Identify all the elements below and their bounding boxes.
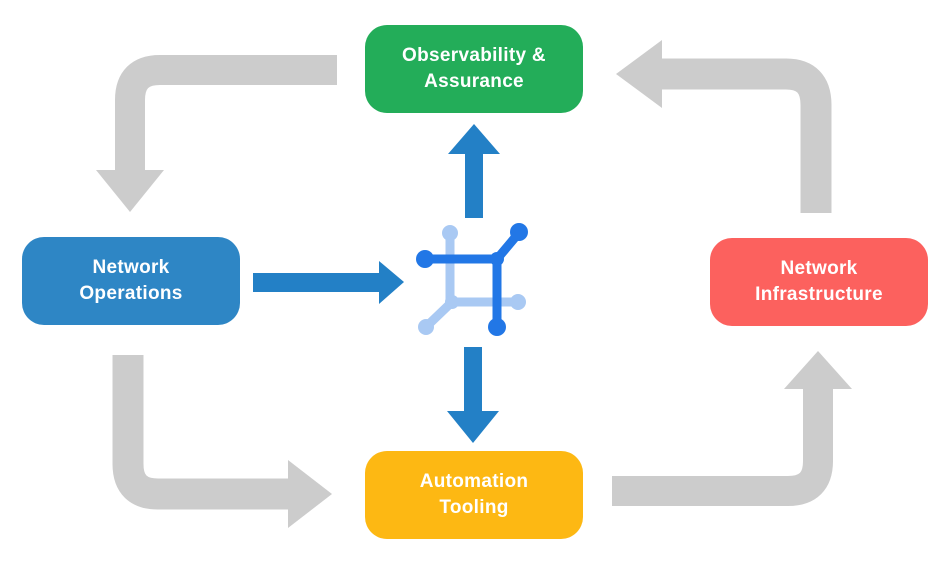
node-automation-label: Automation Tooling [419,471,529,518]
arrow-operations-to-automation [112,355,332,528]
arrow-operations-to-center [253,261,404,304]
node-network-operations: Network Operations [22,237,240,325]
arrow-center-to-automation [447,347,499,443]
node-automation-tooling: Automation Tooling [365,451,583,539]
node-observability-label: Observability & Assurance [402,45,546,92]
network-automation-icon [416,223,528,336]
arrow-center-to-observability [448,124,500,218]
node-operations-label: Network Operations [79,257,183,304]
node-observability-assurance: Observability & Assurance [365,25,583,113]
icon-dark-branches [416,223,528,336]
arrow-infrastructure-to-observability [616,40,832,213]
node-network-infrastructure: Network Infrastructure [710,238,928,326]
icon-light-branches [418,225,526,335]
arrow-observability-to-operations [96,55,337,212]
arrow-automation-to-infrastructure [612,351,852,506]
node-infrastructure-label: Network Infrastructure [755,258,883,305]
